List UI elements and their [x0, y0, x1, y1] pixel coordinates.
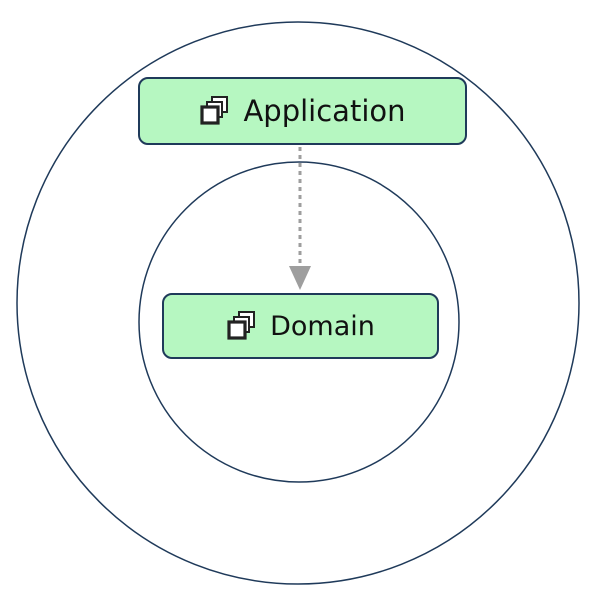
domain-node[interactable]: Domain [162, 293, 439, 359]
domain-node-label: Domain [270, 310, 375, 342]
inner-ring [138, 161, 460, 483]
stacked-windows-icon [226, 310, 258, 342]
outer-ring [16, 21, 580, 585]
application-node-label: Application [243, 93, 406, 128]
dependency-arrowhead [289, 266, 311, 290]
stacked-windows-icon [199, 95, 231, 127]
application-node[interactable]: Application [138, 77, 467, 145]
